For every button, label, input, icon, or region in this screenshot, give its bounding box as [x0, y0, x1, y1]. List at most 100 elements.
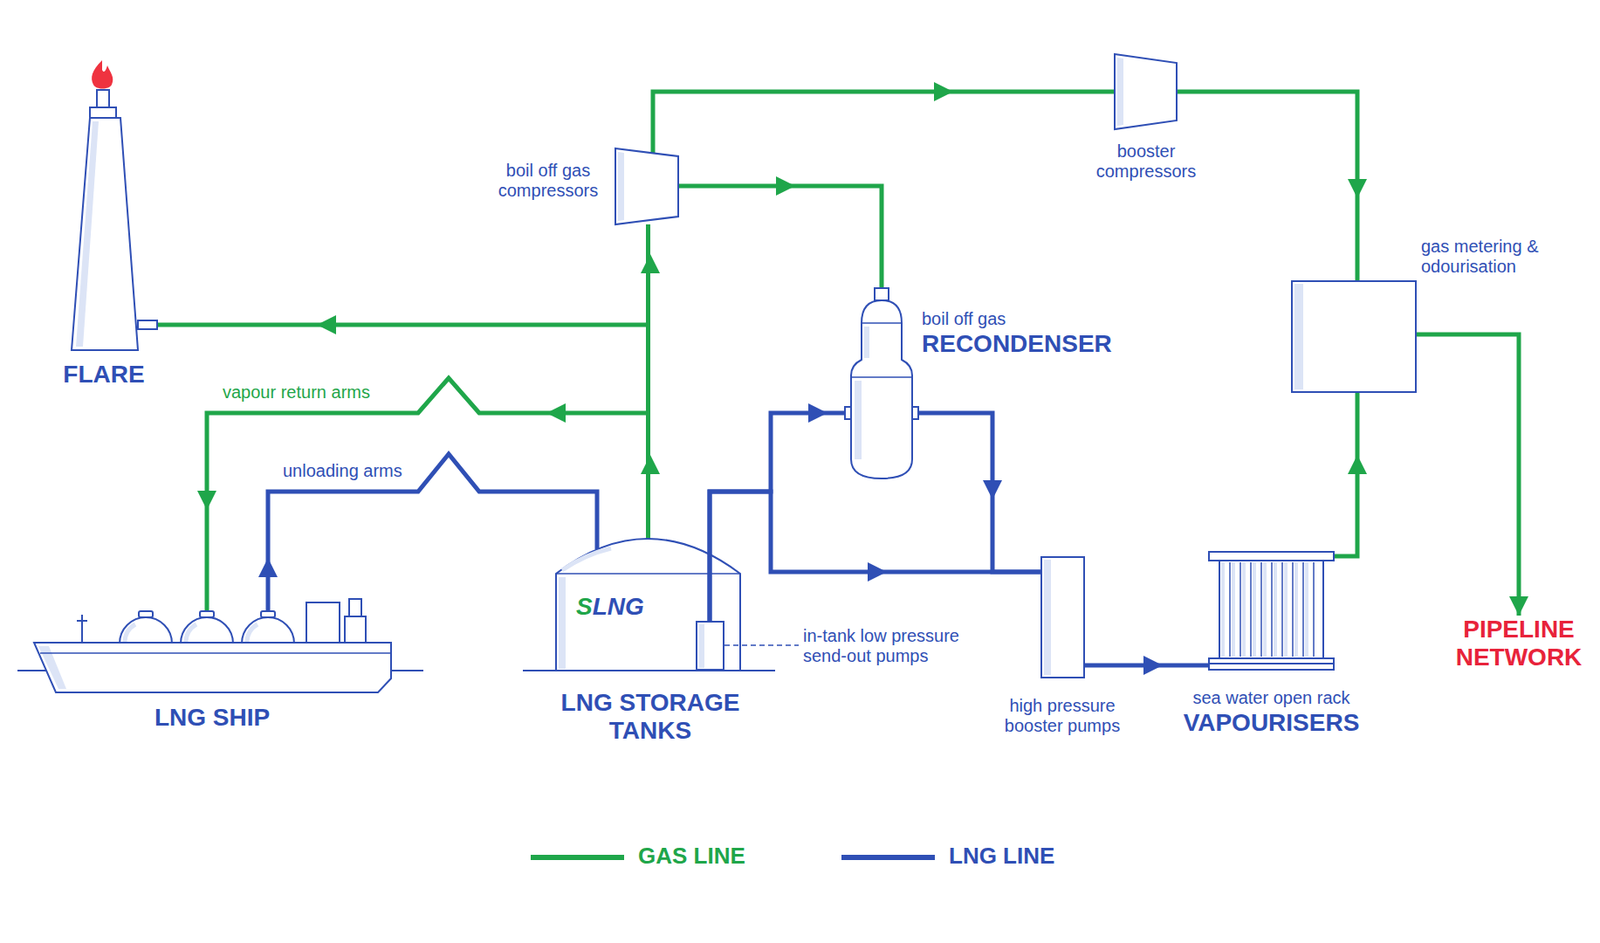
drawing-part: [1304, 562, 1309, 657]
drawing-part: [1041, 556, 1085, 678]
flow-connector: [709, 403, 852, 621]
metering-box-outline: [1290, 280, 1417, 393]
drawing-part: [119, 617, 172, 644]
flare-stack: FLARE: [65, 56, 158, 354]
arrowhead: [316, 315, 337, 335]
drawing-part: [81, 614, 83, 643]
edge-label: unloading arms: [281, 460, 405, 481]
drawing-part: [71, 117, 138, 351]
drawing-part: [349, 598, 362, 617]
drawing-part: [1114, 54, 1177, 130]
flow-connector: [1084, 655, 1209, 675]
arrowhead: [1509, 596, 1529, 616]
flow-connector: [1176, 91, 1367, 281]
node-label: high pressure booster pumps: [992, 695, 1133, 736]
drawing-part: [89, 107, 117, 118]
drawing-part: [260, 611, 275, 618]
drawing-part: [864, 326, 870, 358]
connector-line: [267, 453, 598, 612]
legend-swatch: [530, 854, 625, 860]
node-title: PIPELINE NETWORK: [1448, 615, 1589, 672]
drawing-part: [1249, 562, 1252, 657]
flow-connector: [652, 82, 1115, 153]
drawing-part: [1291, 281, 1416, 392]
connector-line: [206, 377, 649, 612]
drawing-part: [1281, 562, 1284, 657]
drawing-part: [522, 669, 776, 672]
drawing-part: [1294, 562, 1298, 657]
node-label: boil off gas compressors: [478, 160, 619, 201]
drawing-part: [241, 617, 295, 644]
connector-line: [1333, 392, 1358, 557]
arrowhead: [867, 562, 887, 582]
drawing-part: [615, 148, 679, 225]
drawing-part: [1260, 562, 1263, 657]
lng-ship: LNG SHIP: [17, 611, 428, 699]
drawing-part: [247, 624, 258, 642]
drawing-part: [91, 60, 113, 90]
drawing-part: [1284, 562, 1288, 657]
flow-connector: [258, 453, 598, 612]
connector-line: [678, 185, 882, 289]
drawing-part: [75, 121, 99, 347]
compressor-symbol: booster compressors: [1114, 54, 1177, 130]
node-title: FLARE: [16, 360, 192, 389]
drawing-part: [861, 322, 902, 324]
arrowhead: [933, 82, 954, 102]
pipeline-endpoint: PIPELINE NETWORK: [1448, 615, 1589, 672]
lng-ship-outline: [17, 611, 428, 699]
drawing-part: [1229, 562, 1231, 657]
node-label: sea water open rack: [1121, 687, 1422, 708]
drawing-part: [34, 642, 392, 693]
drawing-part: [699, 624, 705, 668]
arrowhead: [808, 403, 828, 423]
drawing-part: [1270, 562, 1273, 657]
drawing-part: [562, 548, 612, 570]
send-out-pump-outline: [695, 620, 725, 671]
drawing-part: [138, 611, 153, 618]
drawing-part: [874, 288, 889, 301]
drawing-part: [724, 644, 799, 646]
drawing-part: [556, 572, 741, 575]
connector-line: [652, 91, 1115, 153]
arrowhead: [640, 254, 660, 274]
edge-label: vapour return arms: [220, 382, 372, 403]
flow-connector: [1333, 392, 1367, 557]
storage-tank: SLNGLNG STORAGE TANKSin-tank low pressur…: [549, 538, 747, 671]
drawing-part: [556, 538, 741, 671]
arrowhead: [1347, 178, 1367, 199]
flow-connector: [197, 377, 649, 612]
drawing-part: [1294, 283, 1304, 390]
drawing-part: [1239, 562, 1242, 657]
node-title: VAPOURISERS: [1121, 708, 1422, 737]
arrowhead: [1143, 655, 1163, 675]
connector-line: [1176, 91, 1358, 281]
node-title: RECONDENSER: [921, 329, 1113, 358]
drawing-part: [199, 611, 214, 618]
recondenser-vessel: boil off gasRECONDENSER: [851, 288, 913, 481]
drawing-part: [180, 617, 234, 644]
drawing-part: [1252, 562, 1257, 657]
drawing-part: [185, 624, 197, 642]
drawing-part: [76, 619, 88, 622]
legend-swatch: [841, 854, 935, 860]
compressor-symbol-outline: [1114, 54, 1177, 130]
flow-connector: [678, 176, 882, 289]
legend-label: LNG LINE: [948, 843, 1055, 870]
drawing-part: [1117, 57, 1124, 126]
node-title: SLNG: [576, 592, 645, 621]
connector-line: [157, 324, 649, 539]
drawing-part: [137, 320, 158, 330]
drawing-part: [1231, 562, 1236, 657]
drawing-part: [696, 621, 724, 670]
connector-line: [1416, 334, 1519, 616]
compressor-symbol: boil off gas compressors: [615, 148, 679, 225]
compressor-symbol-outline: [615, 148, 679, 225]
drawing-part: [844, 406, 852, 419]
arrowhead: [258, 557, 278, 577]
drawing-part: [1302, 562, 1305, 657]
node-title: LNG SHIP: [124, 703, 300, 732]
drawing-part: [1263, 562, 1267, 657]
